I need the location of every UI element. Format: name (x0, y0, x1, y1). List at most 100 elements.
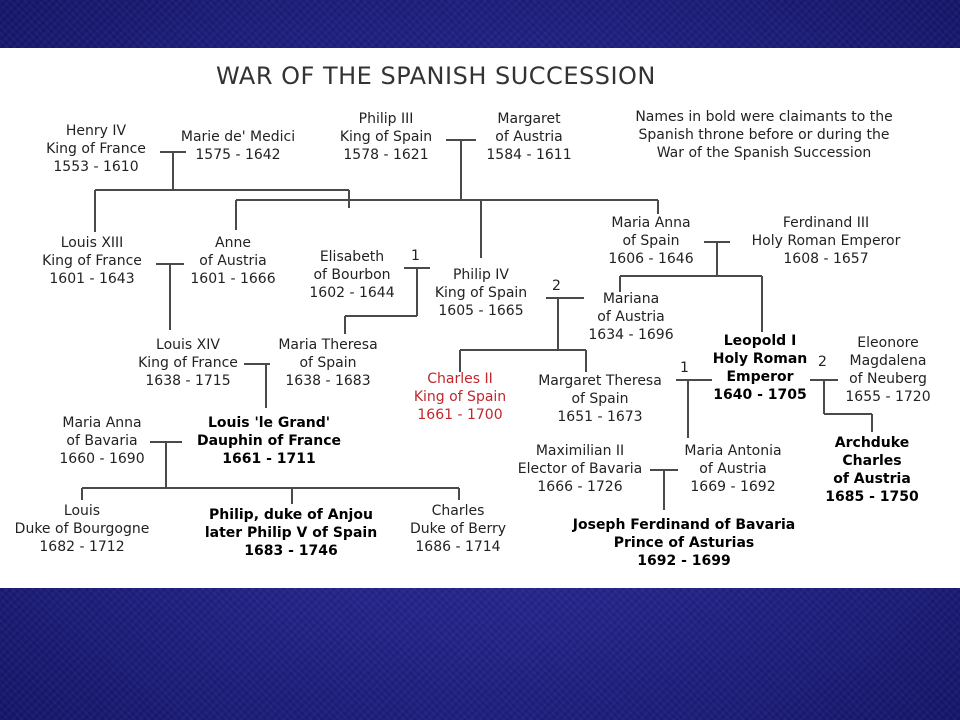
person-dates: 1685 - 1750 (825, 489, 919, 505)
person-title: of Austria (597, 309, 665, 325)
marriage-number-philip-iv-second: 2 (552, 278, 561, 294)
marriage-number-leopold-second: 2 (818, 354, 827, 370)
person-name: Archduke (834, 435, 910, 451)
person-dates: 1605 - 1665 (438, 303, 524, 319)
person-dates: 1578 - 1621 (343, 147, 429, 163)
person-louis-xiii: Louis XIII King of France 1601 - 1643 (42, 234, 142, 288)
person-dates: 1651 - 1673 (557, 409, 643, 425)
marriage-number-leopold-first: 1 (680, 360, 689, 376)
person-name: Elisabeth (319, 249, 385, 265)
person-eleonore-magdalena: Eleonore Magdalena of Neuberg 1655 - 172… (845, 334, 930, 406)
person-dates: 1669 - 1692 (690, 479, 776, 495)
person-philip-iii: Philip III King of Spain 1578 - 1621 (340, 110, 432, 164)
person-dates: 1638 - 1683 (285, 373, 371, 389)
person-name: Joseph Ferdinand of Bavaria (572, 517, 796, 533)
person-dates: 1661 - 1711 (222, 451, 316, 467)
person-dates: 1660 - 1690 (59, 451, 145, 467)
person-name: Anne (215, 235, 251, 251)
person-margaret-of-austria: Margaret of Austria 1584 - 1611 (486, 110, 571, 164)
person-margaret-theresa: Margaret Theresa of Spain 1651 - 1673 (538, 372, 662, 426)
person-dates: 1606 - 1646 (608, 251, 694, 267)
person-dates: 1686 - 1714 (415, 539, 501, 555)
person-title-2: Emperor (726, 369, 794, 385)
person-philip-iv: Philip IV King of Spain 1605 - 1665 (435, 266, 527, 320)
legend-note-line-3: War of the Spanish Succession (656, 145, 872, 161)
person-dates: 1638 - 1715 (145, 373, 231, 389)
person-dates: 1601 - 1643 (49, 271, 135, 287)
person-name: Mariana (602, 291, 660, 307)
person-name: Louis 'le Grand' (207, 415, 331, 431)
person-name: Maximilian II (535, 443, 625, 459)
person-name: Maria Anna (62, 415, 142, 431)
person-title: King of Spain (413, 389, 507, 405)
person-maria-theresa-of-spain: Maria Theresa of Spain 1638 - 1683 (278, 336, 377, 390)
person-title: Holy Roman Emperor (751, 233, 901, 249)
person-title: King of France (138, 355, 238, 371)
person-title: Prince of Asturias (613, 535, 755, 551)
person-maria-antonia: Maria Antonia of Austria 1669 - 1692 (684, 442, 781, 496)
person-name: Philip, duke of Anjou (209, 507, 373, 523)
diagram-title: WAR OF THE SPANISH SUCCESSION (216, 62, 656, 90)
person-title: Holy Roman (712, 351, 808, 367)
person-title: Elector of Bavaria (517, 461, 643, 477)
person-name: Louis XIII (60, 235, 124, 251)
person-ferdinand-iii: Ferdinand III Holy Roman Emperor 1608 - … (752, 214, 901, 268)
person-name: Louis (63, 503, 101, 519)
person-title: of Spain (622, 233, 680, 249)
person-maria-anna-of-spain: Maria Anna of Spain 1606 - 1646 (608, 214, 693, 268)
person-charles-berry: Charles Duke of Berry 1686 - 1714 (410, 502, 506, 556)
person-louis-xiv: Louis XIV King of France 1638 - 1715 (138, 336, 238, 390)
person-title: Dauphin of France (196, 433, 342, 449)
person-title: King of Spain (434, 285, 528, 301)
person-name: Eleonore (857, 335, 919, 351)
person-title: of Bavaria (66, 433, 138, 449)
person-dates: 1584 - 1611 (486, 147, 572, 163)
person-dates: 1608 - 1657 (783, 251, 869, 267)
person-title: of Bourbon (313, 267, 391, 283)
person-title: of Austria (833, 471, 911, 487)
person-name: Charles (431, 503, 485, 519)
person-name: Margaret (497, 111, 561, 127)
person-joseph-ferdinand: Joseph Ferdinand of Bavaria Prince of As… (573, 516, 795, 570)
person-name: Philip III (358, 111, 414, 127)
person-title: Duke of Bourgogne (14, 521, 150, 537)
person-dates: 1683 - 1746 (244, 543, 338, 559)
person-title: Duke of Berry (409, 521, 507, 537)
person-name: Marie de' Medici (180, 129, 296, 145)
person-philip-anjou: Philip, duke of Anjou later Philip V of … (205, 506, 377, 560)
person-dates: 1661 - 1700 (417, 407, 503, 423)
person-dates: 1682 - 1712 (39, 539, 125, 555)
person-title: of Austria (495, 129, 563, 145)
person-dates: 1666 - 1726 (537, 479, 623, 495)
person-name: Philip IV (452, 267, 510, 283)
person-name: Charles II (427, 371, 493, 387)
person-name: Ferdinand III (782, 215, 870, 231)
person-dates: 1634 - 1696 (588, 327, 674, 343)
person-name: Maria Anna (611, 215, 691, 231)
person-title: of Spain (571, 391, 629, 407)
person-louis-le-grand: Louis 'le Grand' Dauphin of France 1661 … (197, 414, 341, 468)
person-dates: 1601 - 1666 (190, 271, 276, 287)
person-title: of Austria (699, 461, 767, 477)
person-dates: 1640 - 1705 (713, 387, 807, 403)
person-maximilian-ii: Maximilian II Elector of Bavaria 1666 - … (518, 442, 643, 496)
person-archduke-charles: Archduke Charles of Austria 1685 - 1750 (825, 434, 919, 506)
person-dates: 1655 - 1720 (845, 389, 931, 405)
legend-note-line-2: Spanish throne before or during the (638, 127, 890, 143)
person-anne-of-austria: Anne of Austria 1601 - 1666 (190, 234, 275, 288)
person-dates: 1692 - 1699 (637, 553, 731, 569)
person-name: Margaret Theresa (538, 373, 662, 389)
marriage-number-philip-iv-first: 1 (411, 248, 420, 264)
person-dates: 1575 - 1642 (195, 147, 281, 163)
person-dates: 1602 - 1644 (309, 285, 395, 301)
person-title: later Philip V of Spain (204, 525, 378, 541)
person-henry-iv: Henry IV King of France 1553 - 1610 (46, 122, 146, 176)
person-elisabeth-of-bourbon: Elisabeth of Bourbon 1602 - 1644 (309, 248, 394, 302)
person-name-2: Charles (842, 453, 902, 469)
legend-note-line-1: Names in bold were claimants to the (635, 109, 893, 125)
tree-connectors (81, 139, 873, 510)
person-maria-anna-of-bavaria: Maria Anna of Bavaria 1660 - 1690 (59, 414, 144, 468)
person-name-2: Magdalena (849, 353, 927, 369)
person-name: Maria Theresa (278, 337, 378, 353)
person-name: Leopold I (723, 333, 797, 349)
